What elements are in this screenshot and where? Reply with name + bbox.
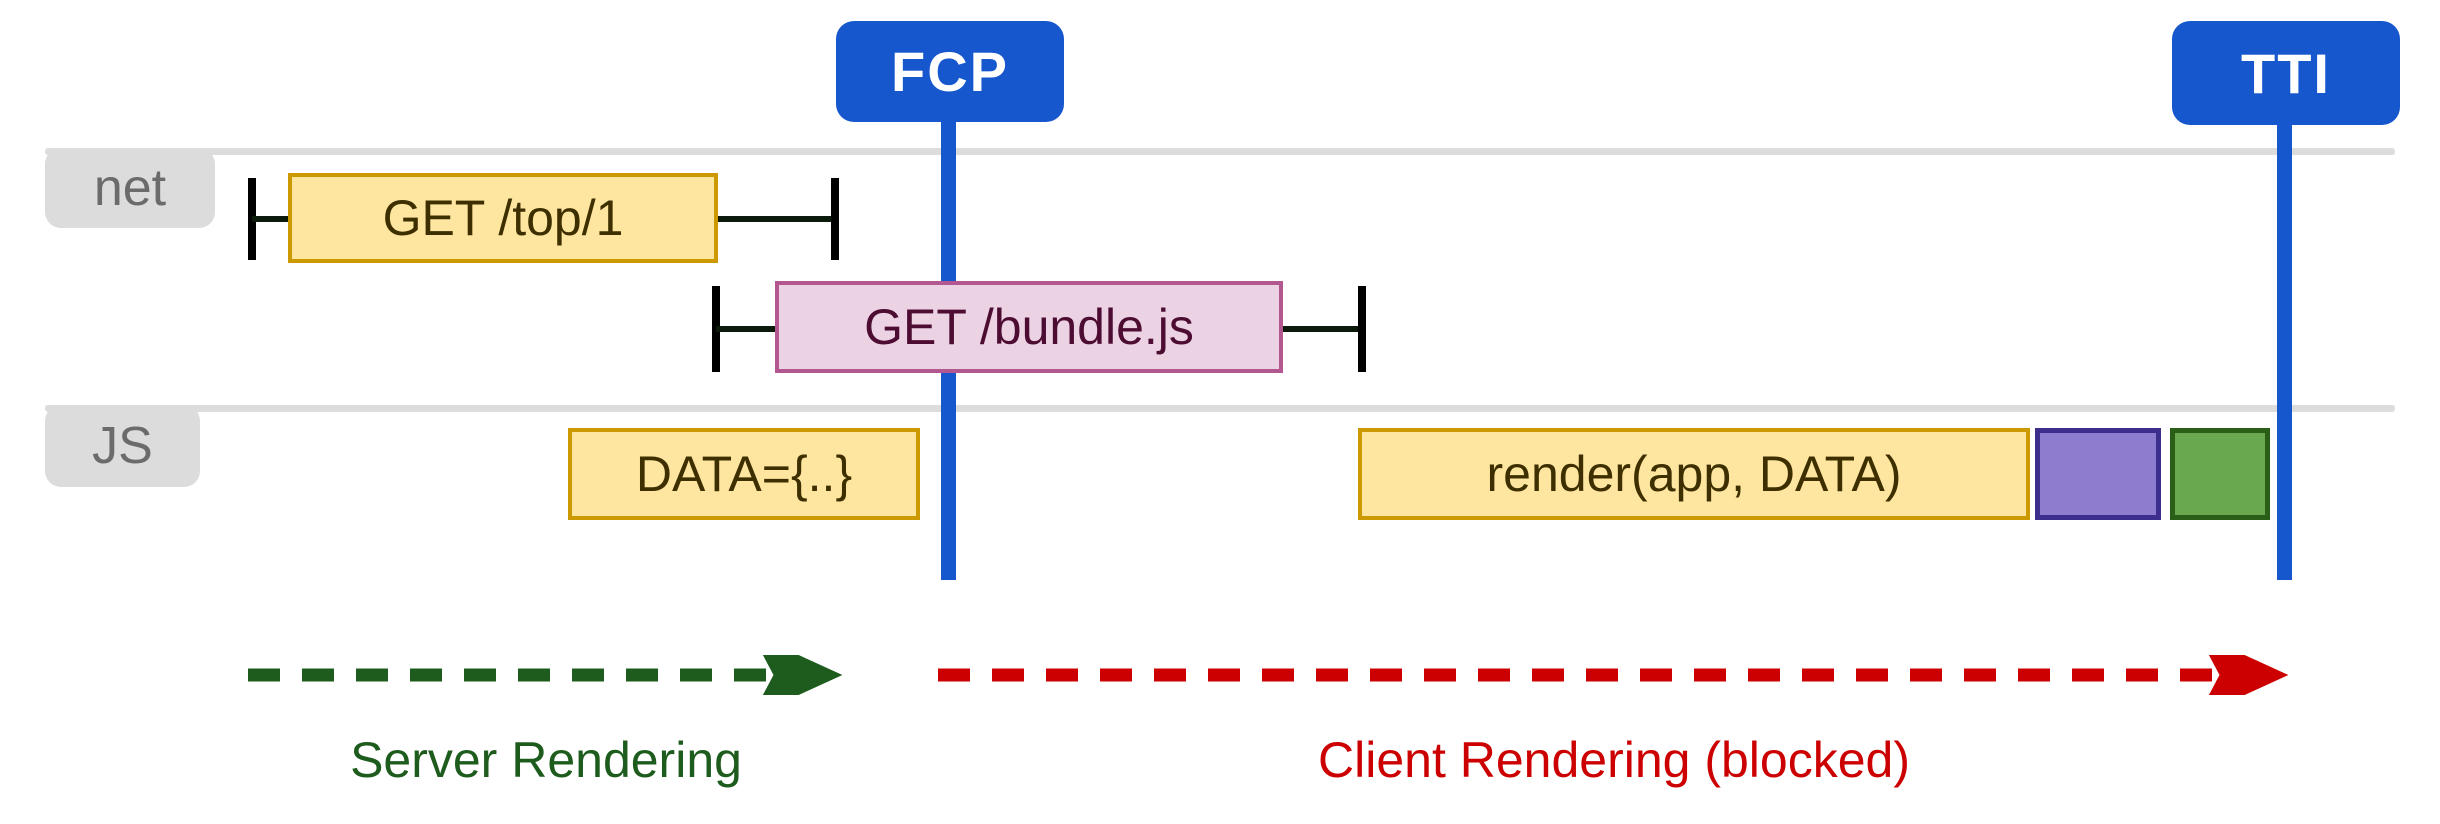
js-lane-separator [45, 405, 2395, 412]
client-rendering-arrow [938, 655, 2289, 695]
get-top-end-tick [831, 178, 839, 260]
fcp-badge: FCP [836, 21, 1064, 122]
task-bar-paint-green[interactable] [2170, 428, 2270, 520]
get-bundle-left-stem [716, 326, 778, 332]
lane-label-js: JS [45, 405, 200, 487]
task-bar-get-top[interactable]: GET /top/1 [288, 173, 718, 263]
task-bar-render-call[interactable]: render(app, DATA) [1358, 428, 2030, 520]
tti-badge: TTI [2172, 21, 2400, 125]
task-bar-hydrate-purple[interactable] [2035, 428, 2161, 520]
tti-badge-label: TTI [2241, 41, 2331, 105]
phase-label-client-rendering: Client Rendering (blocked) [936, 735, 2292, 785]
task-bar-get-top-label: GET /top/1 [382, 190, 624, 246]
get-top-right-stem [714, 216, 836, 222]
task-bar-render-call-label: render(app, DATA) [1486, 446, 1902, 502]
phase-label-server-rendering: Server Rendering [246, 735, 846, 785]
get-bundle-right-stem [1277, 326, 1363, 332]
task-bar-get-bundle[interactable]: GET /bundle.js [775, 281, 1283, 373]
get-top-left-stem [252, 216, 292, 222]
net-lane-separator [45, 148, 2395, 155]
lane-label-net: net [45, 148, 215, 228]
task-bar-data-assign-label: DATA={..} [635, 446, 853, 502]
task-bar-data-assign[interactable]: DATA={..} [568, 428, 920, 520]
phase-label-server-rendering-text: Server Rendering [350, 732, 742, 788]
fcp-badge-label: FCP [891, 40, 1009, 103]
task-bar-get-bundle-label: GET /bundle.js [864, 299, 1194, 355]
phase-label-client-rendering-text: Client Rendering (blocked) [1318, 732, 1910, 788]
tti-marker-line [2277, 110, 2292, 580]
get-bundle-end-tick [1358, 286, 1366, 372]
lane-label-js-text: JS [92, 417, 153, 475]
server-rendering-arrow [248, 655, 843, 695]
lane-label-net-text: net [93, 159, 167, 217]
